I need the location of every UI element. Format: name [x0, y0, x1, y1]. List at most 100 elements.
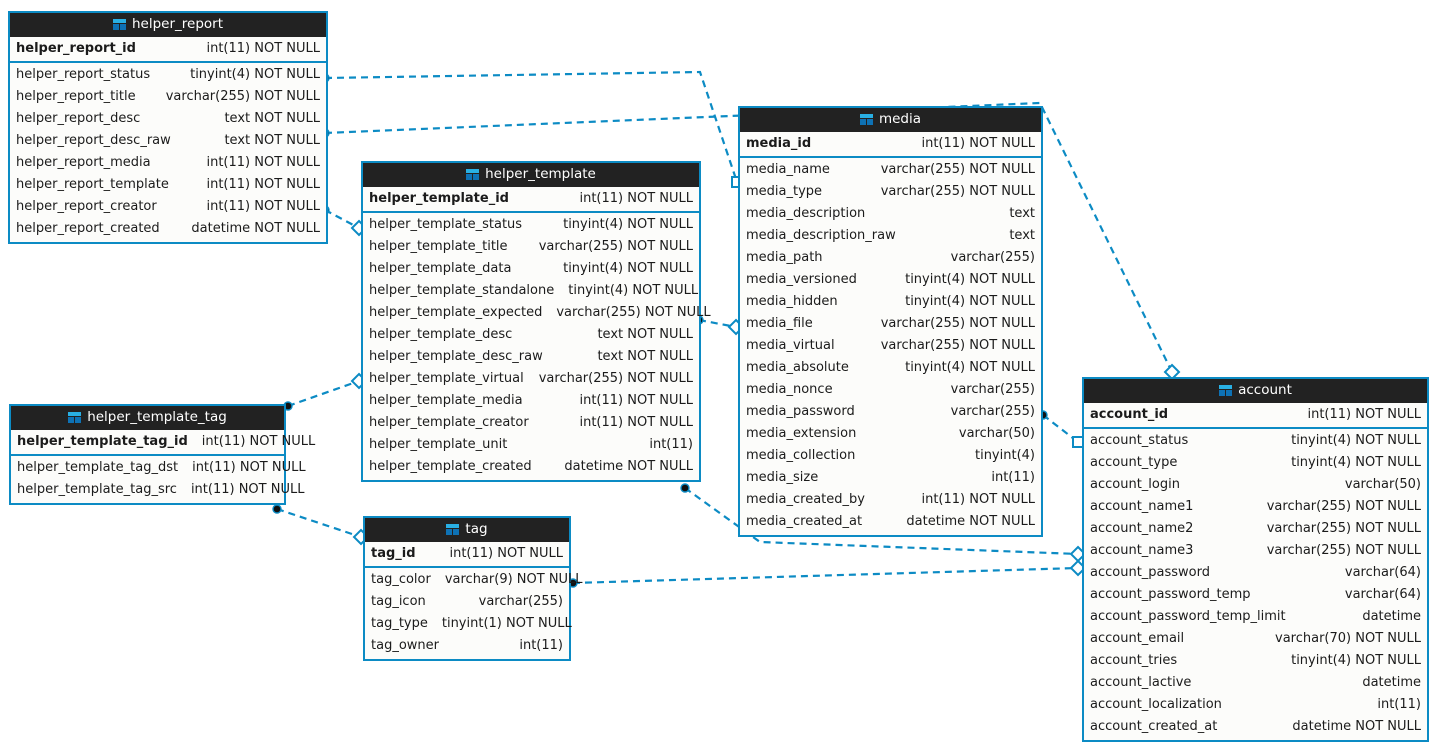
column-name: helper_report_desc: [16, 111, 141, 126]
column-type: varchar(255) NOT NULL: [880, 184, 1035, 199]
column-name: media_password: [746, 404, 855, 419]
column-name: account_tries: [1090, 653, 1178, 668]
column-name: account_id: [1090, 407, 1169, 422]
table-icon: [68, 412, 82, 423]
column-type: tinyint(1) NOT NULL: [441, 616, 572, 631]
column-name: helper_template_title: [369, 239, 508, 254]
column-type: tinyint(4) NOT NULL: [568, 283, 699, 298]
column-name: tag_type: [371, 616, 428, 631]
column-type: int(11) NOT NULL: [1307, 407, 1421, 422]
relationship-line: [1042, 414, 1079, 443]
column-type: int(11) NOT NULL: [206, 155, 320, 170]
column-type: varchar(64): [1344, 587, 1421, 602]
column-name: helper_template_virtual: [369, 371, 524, 386]
column-type: datetime NOT NULL: [191, 221, 320, 236]
column-row-primary-key[interactable]: tag_id int(11) NOT NULL: [365, 543, 569, 565]
column-name: helper_report_template: [16, 177, 169, 192]
relationship-rel-media-account: [1038, 410, 1084, 448]
column-name: account_email: [1090, 631, 1185, 646]
column-name: tag_color: [371, 572, 431, 587]
column-name: tag_id: [371, 546, 416, 561]
column-type: tinyint(4): [974, 448, 1035, 463]
column-row[interactable]: tag_type tinyint(1) NOT NULL: [365, 613, 572, 635]
column-type: int(11) NOT NULL: [449, 546, 563, 561]
column-name: media_extension: [746, 426, 857, 441]
entity-header-tag: tag: [365, 518, 569, 542]
column-type: varchar(255) NOT NULL: [880, 162, 1035, 177]
column-type: tinyint(4) NOT NULL: [190, 67, 320, 82]
column-type: int(11) NOT NULL: [921, 492, 1035, 507]
column-name: helper_template_id: [369, 191, 509, 206]
entity-header-media: media: [740, 108, 1041, 132]
column-row-primary-key[interactable]: account_id int(11) NOT NULL: [1084, 404, 1427, 426]
column-name: account_password: [1090, 565, 1211, 580]
